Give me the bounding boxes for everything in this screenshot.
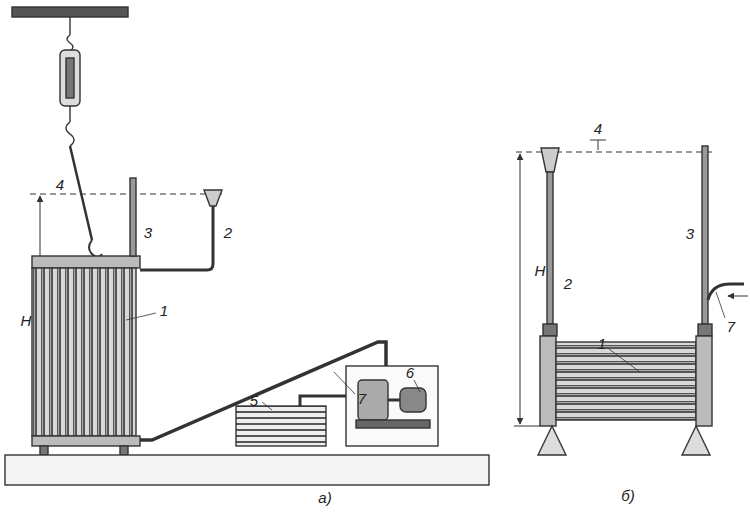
callout-number: H <box>21 313 32 328</box>
callout-number: 7 <box>727 319 735 334</box>
callout-number: 1 <box>160 303 168 318</box>
callout-number: 1 <box>598 336 606 351</box>
callout-number: 4 <box>56 177 64 192</box>
callout-number: 2 <box>224 225 232 240</box>
callout-number: 5 <box>250 393 258 408</box>
callout-number: 7 <box>358 391 366 406</box>
callout-number: а) <box>318 490 331 505</box>
callout-number: б) <box>621 488 634 503</box>
callout-number: H <box>535 263 546 278</box>
callout-number: 2 <box>564 276 572 291</box>
callout-number: 6 <box>406 365 414 380</box>
callout-number: 4 <box>594 121 602 136</box>
callout-number: 3 <box>144 225 152 240</box>
callout-number: 3 <box>686 226 694 241</box>
